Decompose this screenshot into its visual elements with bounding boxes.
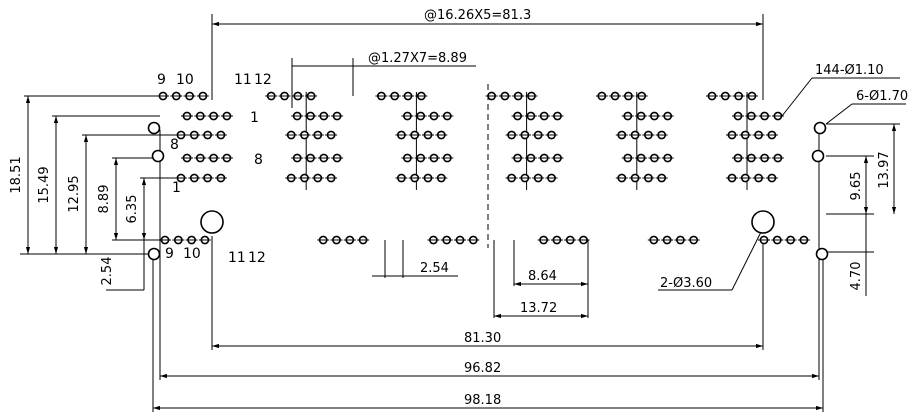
dim-96-82: 96.82	[464, 361, 501, 376]
dim-pitch-cols: @16.26X5=81.3	[424, 8, 531, 23]
dim-pitch-pins: @1.27X7=8.89	[368, 51, 467, 66]
small-hole-left-3	[147, 247, 161, 261]
note-small-holes: 6-Ø1.70	[856, 89, 908, 104]
pin-label-8-a: 8	[170, 137, 179, 153]
pin-label-12-top: 12	[254, 72, 272, 88]
pin-label-9-top: 9	[157, 72, 166, 88]
dim-18-51: 18.51	[9, 156, 24, 193]
dim-13-72: 13.72	[520, 301, 557, 316]
mounting-holes	[147, 121, 829, 261]
pin-label-10-bot: 10	[183, 246, 201, 262]
dim-9-65: 9.65	[849, 172, 864, 201]
dim-81-30: 81.30	[464, 331, 501, 346]
small-hole-right-2	[811, 149, 825, 163]
pin-label-9-bot: 9	[165, 246, 174, 262]
dim-98-18: 98.18	[464, 393, 501, 408]
dimension-lines	[20, 14, 906, 412]
note-pins: 144-Ø1.10	[815, 63, 884, 78]
note-large-holes: 2-Ø3.60	[660, 276, 712, 291]
small-hole-left-1	[147, 121, 161, 135]
small-hole-right-1	[813, 121, 827, 135]
pin-label-1-a: 1	[250, 110, 259, 126]
dim-8-64: 8.64	[528, 269, 557, 284]
pin-label-1-b: 1	[172, 180, 181, 196]
pin-grid	[157, 91, 810, 245]
small-hole-right-3	[815, 247, 829, 261]
dim-2-54-mid: 2.54	[420, 261, 449, 276]
dim-6-35: 6.35	[125, 195, 140, 224]
dim-12-95: 12.95	[67, 175, 82, 212]
pin-label-12-bot: 12	[248, 250, 266, 266]
dim-13-97: 13.97	[877, 151, 892, 188]
dim-15-49: 15.49	[37, 166, 52, 203]
large-mount-hole-left	[200, 210, 224, 234]
small-hole-left-2	[151, 149, 165, 163]
pin-label-11-top: 11	[234, 72, 252, 88]
dim-8-89: 8.89	[97, 185, 112, 214]
large-mount-hole-right	[751, 210, 775, 234]
dim-2-54-left: 2.54	[100, 257, 115, 286]
pin-label-8-b: 8	[254, 152, 263, 168]
dim-4-70: 4.70	[849, 262, 864, 291]
pin-label-10-top: 10	[176, 72, 194, 88]
column-center-lines	[305, 92, 748, 190]
pin-label-11-bot: 11	[228, 250, 246, 266]
